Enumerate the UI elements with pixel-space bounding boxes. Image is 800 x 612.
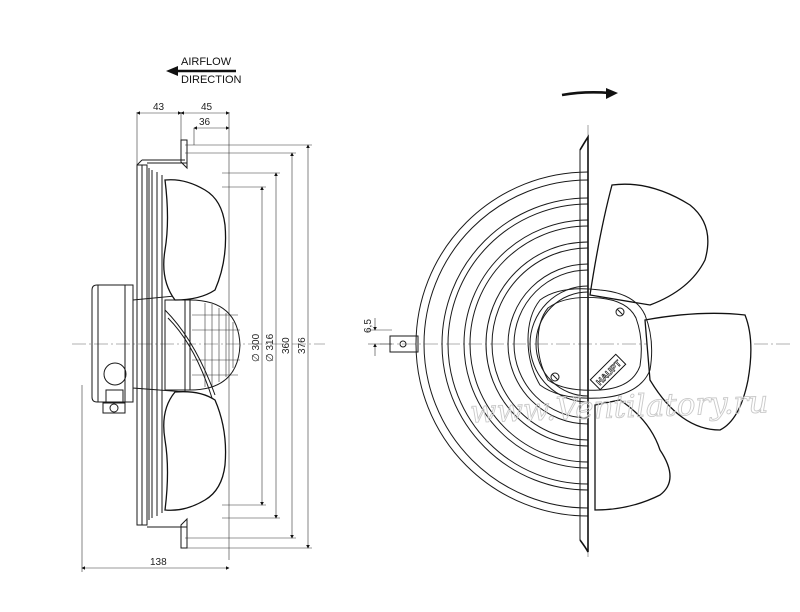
front-blade-2 [644, 312, 752, 431]
brand-plate: HAUPT [589, 353, 627, 391]
dim-36: 36 [199, 117, 211, 128]
dim-6-5: 6,5 [363, 319, 374, 333]
front-blade-3 [594, 399, 671, 511]
dim-138: 138 [150, 557, 167, 568]
front-blade-1 [589, 183, 709, 306]
side-blade-bottom [163, 391, 227, 511]
front-view: 6,5 [363, 88, 790, 560]
dim-43: 43 [153, 102, 165, 113]
dim-360: 360 [281, 337, 292, 354]
side-blade-top [163, 179, 227, 301]
airflow-line1: AIRFLOW [181, 56, 232, 68]
rotation-arrow-right-icon [561, 91, 611, 97]
airflow-direction-label: AIRFLOW DIRECTION [166, 56, 242, 86]
dim-dia-316: ∅ 316 [265, 333, 276, 362]
dim-dia-300: ∅ 300 [251, 333, 262, 362]
airflow-line2: DIRECTION [181, 74, 242, 86]
side-view: 43 45 36 138 ∅ 300 ∅ 316 360 376 [72, 102, 325, 572]
fan-guard [415, 171, 588, 517]
motor-hub-plate [527, 288, 653, 399]
motor-fins [192, 303, 240, 387]
dim-45: 45 [201, 102, 213, 113]
dim-376: 376 [297, 337, 308, 354]
